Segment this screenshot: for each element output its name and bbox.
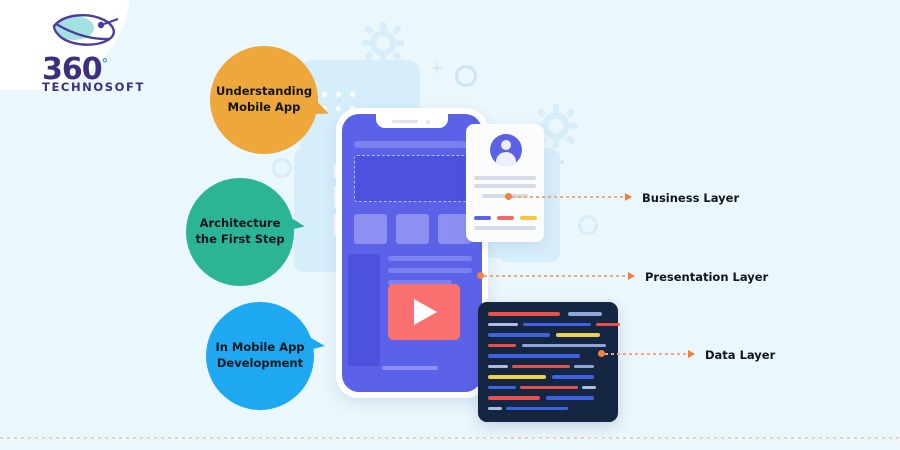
- phone-camera: [426, 119, 430, 124]
- user-avatar-icon: [490, 134, 522, 166]
- code-line-segment: [488, 322, 518, 327]
- card-text-line: [474, 226, 536, 230]
- smartphone-mockup: [334, 108, 490, 398]
- dot-decoration: [560, 160, 564, 164]
- ring-outline-icon: [455, 65, 477, 87]
- code-line-segment: [488, 343, 516, 348]
- connector-arrow: [625, 193, 632, 201]
- card-text-line: [474, 184, 536, 188]
- phone-screen: [342, 114, 482, 392]
- phone-side-button: [334, 186, 336, 208]
- phone-speaker: [392, 120, 418, 123]
- screen-footer-bar: [382, 366, 438, 370]
- layer-label-business-layer: Business Layer: [642, 191, 740, 205]
- connector-dot: [598, 350, 605, 357]
- bubble-label: Architecture the First Step: [195, 216, 285, 246]
- layer-label-data-layer: Data Layer: [705, 348, 776, 362]
- card-chip: [497, 216, 514, 220]
- layer-label-presentation-layer: Presentation Layer: [645, 270, 769, 284]
- code-line-segment: [568, 312, 602, 316]
- connector-arrow: [628, 272, 635, 280]
- bubble-label: Understanding Mobile App: [215, 84, 313, 114]
- phone-side-button: [334, 164, 336, 178]
- bubble-understanding-mobile-app[interactable]: Understanding Mobile App: [210, 46, 318, 154]
- code-line-segment: [506, 406, 568, 411]
- bubble-architecture-first-step[interactable]: Architecture the First Step: [186, 178, 294, 286]
- plus-icon: +: [430, 58, 445, 78]
- profile-card: [466, 124, 544, 242]
- phone-notch: [376, 114, 448, 128]
- code-line-segment: [488, 406, 502, 411]
- screen-text-line: [388, 268, 472, 273]
- logo-360-number: 360: [42, 52, 103, 87]
- connector-line-data: [605, 353, 687, 355]
- phone-side-button: [334, 214, 336, 236]
- bubble-label: In Mobile App Development: [215, 340, 305, 370]
- connector-arrow: [688, 350, 695, 358]
- decorative-dotted-line: [0, 437, 900, 439]
- code-line-segment: [546, 396, 594, 400]
- connector-dot: [505, 193, 512, 200]
- card-text-line: [474, 176, 536, 180]
- screen-tile: [354, 214, 387, 244]
- ring-outline-icon: [578, 215, 598, 235]
- brand-logo[interactable]: 360° TECHNOSOFT: [42, 14, 143, 118]
- connector-line-presentation: [484, 275, 627, 277]
- screen-text-line: [388, 280, 452, 285]
- code-line-segment: [522, 343, 606, 348]
- avatar-body: [496, 152, 516, 166]
- bubble-in-mobile-app-development[interactable]: In Mobile App Development: [206, 302, 314, 410]
- code-line-segment: [520, 385, 578, 390]
- logo-text-technosoft: TECHNOSOFT: [42, 80, 145, 94]
- code-line-segment: [582, 385, 596, 390]
- code-line-segment: [488, 375, 546, 379]
- bird-swoosh-icon: [52, 14, 119, 46]
- screen-text-line: [388, 256, 472, 261]
- connector-line-business: [512, 196, 624, 198]
- code-line-segment: [488, 354, 580, 358]
- gear-icon: [362, 22, 404, 64]
- screen-tile: [396, 214, 429, 244]
- video-player[interactable]: [388, 284, 460, 340]
- code-line-segment: [523, 322, 591, 327]
- code-line-segment: [574, 364, 594, 369]
- screen-side-panel: [348, 254, 380, 366]
- logo-text-360: 360°: [42, 50, 134, 85]
- code-line-segment: [488, 396, 540, 400]
- screen-tile: [438, 214, 471, 244]
- code-line-segment: [512, 364, 570, 369]
- logo-degree-symbol: °: [101, 57, 108, 72]
- card-chip: [520, 216, 537, 220]
- card-chip: [474, 216, 491, 220]
- code-line-segment: [488, 364, 508, 369]
- connector-dot: [477, 272, 484, 279]
- avatar-head: [501, 140, 511, 150]
- dot-decoration: [338, 98, 342, 102]
- code-line-segment: [488, 312, 560, 316]
- play-triangle-icon[interactable]: [414, 299, 437, 325]
- code-line-segment: [488, 385, 516, 390]
- code-line-segment: [552, 375, 594, 379]
- code-editor-panel: [478, 302, 620, 422]
- code-line-segment: [556, 333, 600, 337]
- ring-outline-icon: [272, 158, 292, 178]
- screen-header-bar: [354, 141, 472, 148]
- code-line-segment: [596, 322, 620, 327]
- code-line-segment: [488, 333, 550, 337]
- screen-hero-box: [354, 155, 474, 202]
